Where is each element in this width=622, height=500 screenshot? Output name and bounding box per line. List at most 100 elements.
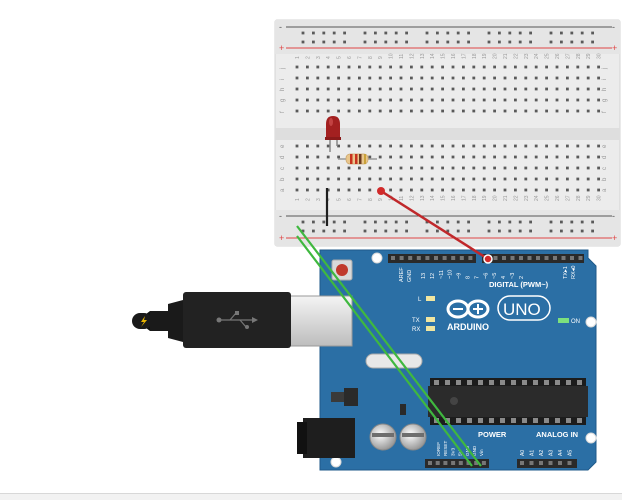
breadboard-row-letter: e <box>602 144 608 148</box>
breadboard-column-number: 9 <box>378 56 384 59</box>
rx-led-label: RX <box>412 327 420 333</box>
power-pin-label: 3V3 <box>450 447 455 456</box>
breadboard-column-number: 3 <box>316 198 322 201</box>
power-pin-label: GND <box>465 445 470 456</box>
capacitor-left <box>369 423 397 451</box>
rx-pin-label: RX◂0 <box>571 266 577 279</box>
breadboard-column-number: 25 <box>545 195 551 201</box>
breadboard-column-number: 26 <box>555 53 561 59</box>
reset-button[interactable] <box>331 259 353 281</box>
breadboard-row-letter: g <box>602 99 608 102</box>
breadboard-row-letter: h <box>280 88 286 91</box>
analog-pin-label: A2 <box>539 450 545 456</box>
breadboard-column-number: 24 <box>534 195 540 201</box>
rail-top-plus-right: + <box>612 43 617 53</box>
breadboard-row-letter: h <box>602 88 608 91</box>
breadboard-column-number: 22 <box>513 53 519 59</box>
breadboard-column-number: 9 <box>378 198 384 201</box>
breadboard-column-number: 23 <box>524 53 530 59</box>
rail-bottom-minus-left: - <box>279 211 282 221</box>
red-wire[interactable] <box>377 187 493 264</box>
rail-bottom-plus-right: + <box>612 233 617 243</box>
breadboard-column-number: 1 <box>295 198 301 201</box>
breadboard-column-number: 6 <box>347 56 353 59</box>
breadboard-column-number: 23 <box>524 195 530 201</box>
usb-cable[interactable] <box>132 292 291 348</box>
breadboard-labels: 1122334455667788991010111112121313141415… <box>280 53 608 201</box>
analog-in-label: ANALOG IN <box>536 430 578 439</box>
breadboard-column-number: 5 <box>337 56 343 59</box>
breadboard-column-number: 27 <box>565 53 571 59</box>
analog-header[interactable] <box>517 459 577 468</box>
arduino-logo-icon <box>446 299 490 319</box>
breadboard-column-number: 6 <box>347 198 353 201</box>
breadboard-column-number: 28 <box>576 195 582 201</box>
breadboard-column-number: 26 <box>555 195 561 201</box>
breadboard-row-letter: c <box>602 167 608 170</box>
uno-model-text: UNO <box>503 300 541 319</box>
breadboard-column-number: 17 <box>461 195 467 201</box>
breadboard-column-number: 5 <box>337 198 343 201</box>
green-wire-1[interactable] <box>296 225 482 467</box>
breadboard-column-number: 1 <box>295 56 301 59</box>
breadboard-row-letter: c <box>280 167 286 170</box>
breadboard-column-number: 17 <box>461 53 467 59</box>
digital-pin-label: ~10 <box>448 270 454 279</box>
dc-power-jack <box>297 418 355 458</box>
breadboard-column-number: 8 <box>368 198 374 201</box>
tx-pin-label: TX▸1 <box>563 266 569 279</box>
breadboard-column-number: 11 <box>399 54 405 59</box>
breadboard-row-letter: f <box>602 111 608 113</box>
breadboard-column-number: 29 <box>586 195 592 201</box>
breadboard[interactable]: - + - + - + - + 112233445566778899101011… <box>274 19 621 247</box>
breadboard-column-number: 30 <box>597 53 603 59</box>
digital-pin-label: ~9 <box>457 273 463 279</box>
green-wire-2[interactable] <box>296 235 473 467</box>
rail-bottom-minus-right: - <box>612 211 615 221</box>
power-pin-label: IOREF <box>436 442 441 456</box>
digital-pin-label: 12 <box>430 273 436 279</box>
breadboard-column-number: 4 <box>326 198 332 201</box>
led-icon[interactable] <box>325 116 341 152</box>
digital-pin-label: 2 <box>519 276 525 279</box>
digital-pin-label: 7 <box>474 276 480 279</box>
rail-top-plus-left: + <box>279 43 284 53</box>
breadboard-column-number: 20 <box>493 53 499 59</box>
digital-pin-label: ~3 <box>510 273 516 279</box>
tx-led-label: TX <box>412 318 420 324</box>
digital-header[interactable] <box>388 254 584 263</box>
breadboard-holes[interactable] <box>295 31 600 233</box>
breadboard-column-number: 7 <box>357 56 363 59</box>
breadboard-row-letter: d <box>602 156 608 159</box>
analog-pin-label: A4 <box>558 450 564 456</box>
analog-pin-label: A1 <box>530 450 536 456</box>
l-led-label: L <box>418 297 422 303</box>
breadboard-row-letter: a <box>602 188 608 192</box>
digital-pin-label: ~6 <box>483 273 489 279</box>
breadboard-column-number: 3 <box>316 56 322 59</box>
breadboard-row-letter: a <box>280 188 286 192</box>
breadboard-row-letter: j <box>280 68 286 70</box>
rail-top-minus-right: - <box>612 22 615 32</box>
breadboard-row-letter: g <box>280 99 286 102</box>
rail-bottom-plus-left: + <box>279 233 284 243</box>
breadboard-column-number: 13 <box>420 195 426 201</box>
breadboard-row-letter: f <box>280 111 286 113</box>
arduino-brand-text: ARDUINO <box>447 322 489 332</box>
breadboard-row-letter: b <box>602 177 608 181</box>
resistor-icon[interactable] <box>338 153 377 165</box>
bottom-status-bar <box>0 493 622 500</box>
atmega-chip <box>428 378 588 425</box>
breadboard-row-letter: b <box>280 177 286 181</box>
breadboard-row-letter: j <box>602 68 608 70</box>
breadboard-column-number: 12 <box>409 53 415 59</box>
breadboard-column-number: 16 <box>451 195 457 201</box>
breadboard-column-number: 25 <box>545 53 551 59</box>
breadboard-column-number: 15 <box>441 53 447 59</box>
breadboard-column-number: 19 <box>482 53 488 59</box>
power-header[interactable] <box>425 459 489 468</box>
breadboard-column-number: 7 <box>357 198 363 201</box>
